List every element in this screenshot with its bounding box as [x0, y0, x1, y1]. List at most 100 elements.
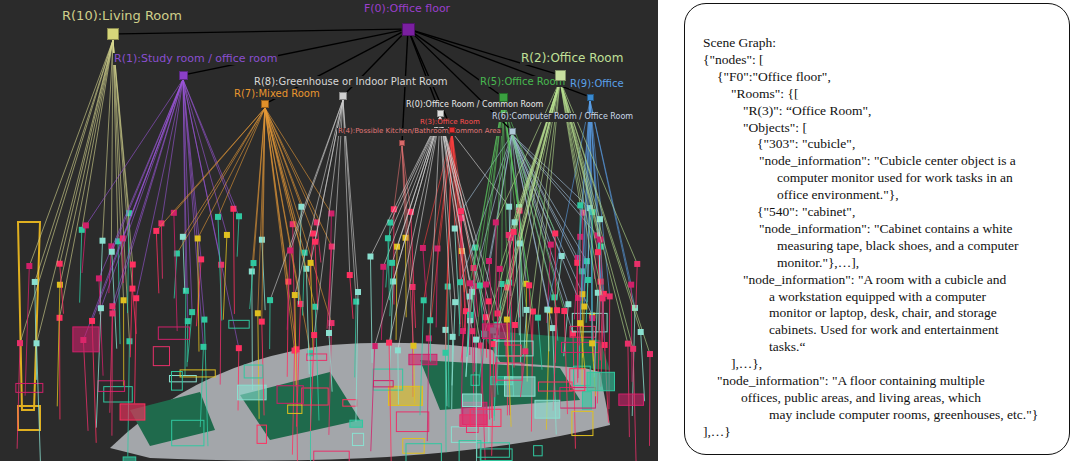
object-link [270, 100, 343, 300]
object-node [153, 228, 159, 234]
object-stem [135, 298, 137, 403]
object-node [372, 343, 378, 349]
object-link [560, 81, 580, 206]
object-node [267, 297, 273, 303]
object-link [156, 108, 265, 231]
object-stem [452, 302, 455, 385]
object-stem [594, 293, 598, 378]
object-stem [390, 263, 392, 316]
object-stem [628, 344, 630, 437]
object-stem [448, 287, 449, 408]
object-link [37, 40, 113, 343]
object-node [133, 295, 139, 301]
room-node: R(4):Possible Kitchen/Bathroom/Common Ar… [399, 140, 405, 146]
object-link [265, 108, 332, 247]
object-stem [564, 311, 567, 414]
object-stem [184, 291, 186, 376]
object-link [265, 108, 315, 307]
object-stem [474, 268, 479, 317]
scene-graph-panel: Scene Graph:{"nodes": [{"F0":"Office flo… [684, 3, 1070, 455]
code-line: monitor."},…], [777, 255, 859, 271]
object-node [180, 234, 186, 240]
object-stem [390, 282, 393, 368]
object-node [259, 237, 265, 243]
object-bbox [16, 383, 43, 392]
object-stem [350, 275, 353, 319]
object-node [504, 317, 510, 323]
object-link [311, 100, 343, 263]
object-node [450, 334, 456, 340]
object-link [83, 80, 183, 341]
object-stem [370, 257, 372, 363]
room-node: R(9):Office [587, 94, 594, 101]
code-line: ],…} [703, 424, 731, 440]
object-bbox [180, 370, 215, 377]
object-stem [608, 296, 610, 409]
object-link [183, 108, 265, 237]
object-node [292, 348, 298, 354]
object-link [476, 102, 503, 340]
object-stem [327, 247, 332, 329]
object-stem [459, 282, 460, 336]
object-link [183, 80, 221, 265]
object-node [57, 261, 63, 267]
code-line: a workstation equipped with a computer [769, 289, 986, 305]
object-bbox [104, 387, 133, 402]
object-bbox [572, 411, 593, 435]
code-line: "node_information": "A room with a cubic… [743, 272, 1006, 288]
code-line: {"540": "cabinet", [757, 204, 855, 220]
object-link [161, 80, 183, 224]
object-bbox [538, 382, 572, 391]
object-node [311, 332, 317, 338]
object-stem [507, 320, 511, 427]
object-stem [579, 205, 581, 272]
object-stem [130, 265, 132, 358]
object-link [265, 108, 331, 323]
object-box [18, 406, 40, 430]
object-link [20, 40, 113, 343]
code-line: ],…}, [731, 356, 762, 372]
object-node [550, 325, 556, 331]
object-node [421, 297, 427, 303]
object-node [310, 231, 316, 237]
object-stem [57, 285, 60, 407]
object-link [183, 80, 204, 320]
code-line: "R(3)": “Office Room", [743, 103, 871, 119]
code-line: measuring tape, black shoes, and a compu… [777, 238, 1018, 254]
object-node [497, 266, 503, 272]
object-link [99, 80, 183, 279]
object-node [189, 309, 195, 315]
object-stem [223, 235, 227, 320]
object-node [526, 282, 532, 288]
object-stem [396, 247, 398, 340]
object-bbox [238, 385, 267, 400]
object-node [57, 282, 63, 288]
object-link [258, 108, 265, 313]
object-bbox [471, 375, 479, 385]
code-line: "Objects": [ [743, 120, 807, 136]
code-line: {"F0":"Office floor", [717, 69, 831, 85]
object-stem [218, 217, 222, 321]
object-bbox [98, 381, 125, 392]
hierarchy-edge [119, 29, 402, 34]
code-line: {"nodes": [ [703, 52, 764, 68]
object-stem [636, 264, 637, 308]
object-stem [60, 264, 64, 314]
object-stem [238, 348, 240, 410]
object-node [506, 204, 512, 210]
object-node [83, 222, 89, 228]
object-node [109, 249, 115, 255]
object-stem [111, 306, 112, 435]
object-bbox [587, 372, 614, 390]
code-line: "Rooms": {[ [731, 86, 798, 102]
object-stem [445, 353, 447, 452]
object-stem [80, 230, 82, 303]
object-bbox [459, 441, 481, 461]
object-stem [250, 263, 254, 309]
object-link [440, 117, 472, 292]
room-label: R(2):Office Room [520, 52, 624, 65]
object-node [457, 279, 463, 285]
object-node [130, 262, 136, 268]
object-link [265, 108, 301, 207]
object-link [389, 117, 440, 343]
